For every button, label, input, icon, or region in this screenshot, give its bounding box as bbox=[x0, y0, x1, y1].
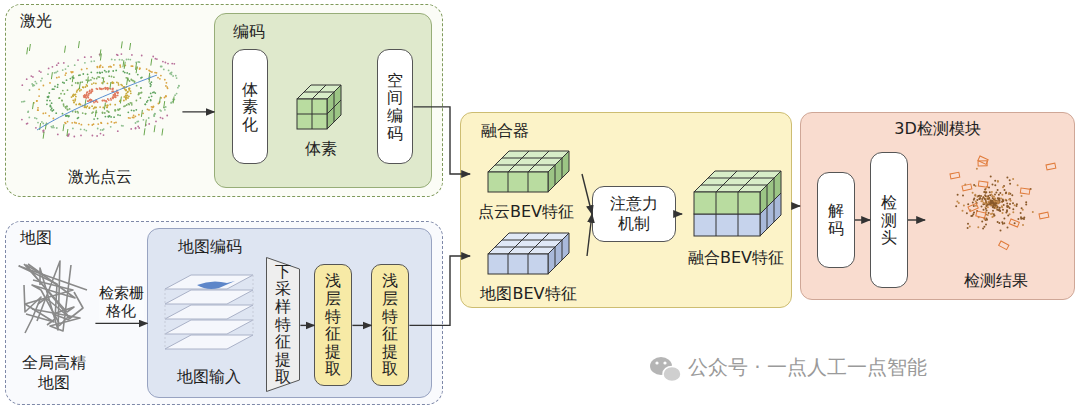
arrow-connector bbox=[413, 107, 470, 174]
bev-feature-cube bbox=[470, 148, 580, 196]
map-input-layers bbox=[157, 261, 261, 361]
node-text: 激光 bbox=[20, 11, 52, 31]
edge-label: 检索栅格化 bbox=[99, 284, 144, 320]
arrow-connector bbox=[182, 111, 214, 112]
arrow-connector bbox=[792, 205, 800, 206]
arrow-connector bbox=[587, 214, 592, 256]
node-text: 地图BEV特征 bbox=[480, 284, 576, 304]
feature-node: 融合BEV特征 bbox=[682, 160, 790, 270]
feature-node: 地图BEV特征 bbox=[470, 230, 587, 306]
node-text: 下采样特征提取 bbox=[275, 263, 291, 386]
node-text: 检测结果 bbox=[964, 271, 1028, 291]
node-text: 融合BEV特征 bbox=[688, 248, 784, 268]
node-text: 点云BEV特征 bbox=[478, 202, 574, 222]
process-pill: 体素化 bbox=[232, 49, 268, 164]
process-pill: 浅层特征提取 bbox=[371, 264, 409, 386]
group-panel: 激光激光点云 编码体素化体素 空间编码 bbox=[5, 4, 443, 197]
node-text: 解码 bbox=[828, 202, 844, 237]
voxel-node: 体素 bbox=[293, 79, 349, 161]
node-text: 体素化 bbox=[242, 81, 258, 134]
point-cloud-image bbox=[17, 35, 182, 157]
node-text: 激光点云 bbox=[68, 167, 132, 187]
arrow-connector bbox=[95, 323, 147, 324]
trapezoid-box: 下采样特征提取 bbox=[266, 257, 300, 392]
node-text: 3D检测模块 bbox=[894, 119, 981, 139]
fused-feature-cube bbox=[682, 160, 792, 240]
image-node: 检测结果 bbox=[925, 145, 1067, 295]
process-pill: 空间编码 bbox=[377, 49, 413, 164]
image-node: 全局高精地图 bbox=[13, 249, 95, 397]
node-text: 浅层特征提取 bbox=[382, 273, 398, 379]
module-box: 地图编码地图输入 下采样特征提取 浅层特征提取 浅层特征提取 bbox=[147, 228, 432, 398]
arrow-connector bbox=[582, 174, 592, 214]
process-pill: 检测头 bbox=[870, 152, 908, 288]
arrow-connector bbox=[676, 213, 682, 214]
image-node: 激光点云 bbox=[17, 35, 182, 191]
node-text: 地图输入 bbox=[177, 367, 241, 387]
node-text: 地图 bbox=[20, 228, 52, 248]
module-box: 融合器点云BEV特征地图BEV特征 注意力机制融合BEV特征 bbox=[460, 112, 792, 308]
attention-box: 注意力机制 bbox=[592, 186, 676, 242]
node-text: 检测头 bbox=[881, 194, 897, 247]
arrow-connector bbox=[409, 256, 470, 325]
bev-feature-cube bbox=[470, 230, 580, 278]
detection-result-image bbox=[925, 145, 1065, 265]
process-pill: 浅层特征提取 bbox=[314, 264, 352, 386]
module-box: 编码体素化体素 空间编码 bbox=[214, 13, 432, 188]
arrow-connector bbox=[908, 219, 925, 220]
node-text: 注意力机制 bbox=[610, 194, 658, 234]
node-text: 体素 bbox=[305, 139, 337, 159]
module-box: 3D检测模块解码 检测头检测结果 bbox=[800, 112, 1075, 300]
arrow-connector bbox=[352, 325, 371, 326]
node-text: 编码 bbox=[233, 22, 265, 42]
hd-map-image bbox=[13, 249, 95, 341]
process-pill: 解码 bbox=[817, 172, 855, 268]
node-text: 融合器 bbox=[481, 121, 529, 141]
node-text: 全局高精地图 bbox=[21, 353, 87, 393]
node-text: 空间编码 bbox=[387, 72, 403, 142]
arrow-connector bbox=[855, 219, 870, 220]
arrow-connector bbox=[300, 325, 314, 326]
watermark: 公众号 · 一点人工一点智能 bbox=[688, 354, 927, 381]
feature-node: 点云BEV特征 bbox=[470, 148, 582, 224]
node-text: 地图编码 bbox=[178, 237, 242, 257]
voxel-cube bbox=[293, 79, 349, 135]
node-text: 浅层特征提取 bbox=[325, 273, 341, 379]
image-node: 地图输入 bbox=[157, 261, 261, 391]
group-panel: 地图全局高精地图 地图编码地图输入 下采样特征提取 浅层特征提取 浅层特征提取 bbox=[5, 221, 443, 405]
